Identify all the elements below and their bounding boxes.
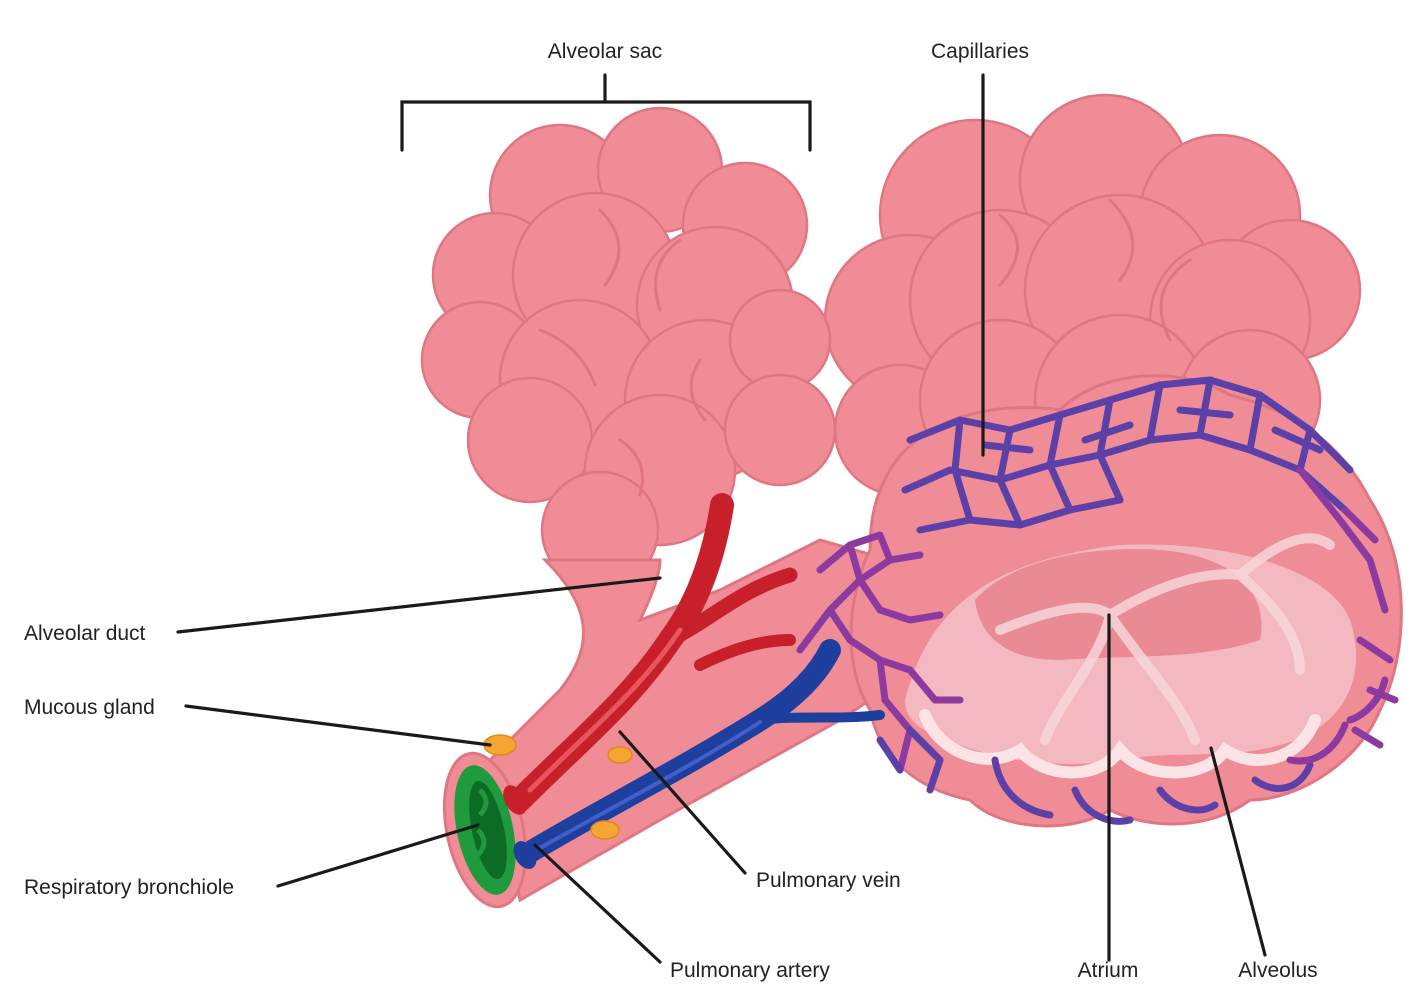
alveolar-duct-leader: [176, 576, 662, 634]
alveolus-leader: [1209, 746, 1267, 957]
mucous-gland-blob: [590, 820, 620, 840]
pulmonary-vein-vessel: [508, 493, 798, 812]
mucous-gland-blob: [607, 746, 633, 764]
mucous-glands: [483, 734, 633, 840]
label-alveolar-sac: Alveolar sac: [548, 40, 662, 63]
pulmonary-artery-leader: [533, 843, 662, 964]
label-pulmonary-artery: Pulmonary artery: [670, 959, 830, 982]
airflow-arrow: [1105, 610, 1200, 745]
label-alveolus: Alveolus: [1238, 959, 1317, 982]
label-atrium: Atrium: [1078, 959, 1139, 982]
label-pulmonary-vein: Pulmonary vein: [756, 869, 901, 892]
label-mucous-gland: Mucous gland: [24, 696, 155, 719]
label-alveolar-duct: Alveolar duct: [24, 622, 146, 645]
airflow-arrow: [1105, 569, 1245, 620]
leader-lines: [176, 73, 1267, 964]
airflow-arrow: [1235, 533, 1335, 580]
airflow-arrow: [1040, 610, 1115, 745]
respiratory-bronchiole-leader: [276, 823, 480, 888]
airflow-arrow: [1235, 570, 1305, 675]
airflow-arrows: [995, 533, 1335, 745]
mucous-gland-leader: [184, 704, 492, 747]
capillary-network: [796, 376, 1399, 825]
label-respiratory-bronchiole: Respiratory bronchiole: [24, 876, 234, 899]
airflow-arrow: [995, 602, 1115, 635]
pulmonary-vein-leader: [618, 730, 747, 875]
bronchiole-cross-section: [442, 751, 537, 909]
label-capillaries: Capillaries: [931, 40, 1029, 63]
pulmonary-artery-vessel: [514, 639, 885, 866]
labels: Alveolar sac Capillaries Alveolar duct M…: [24, 40, 1318, 982]
alveolar-sac-bracket: [400, 73, 812, 152]
alveolar-sac: [420, 106, 837, 590]
